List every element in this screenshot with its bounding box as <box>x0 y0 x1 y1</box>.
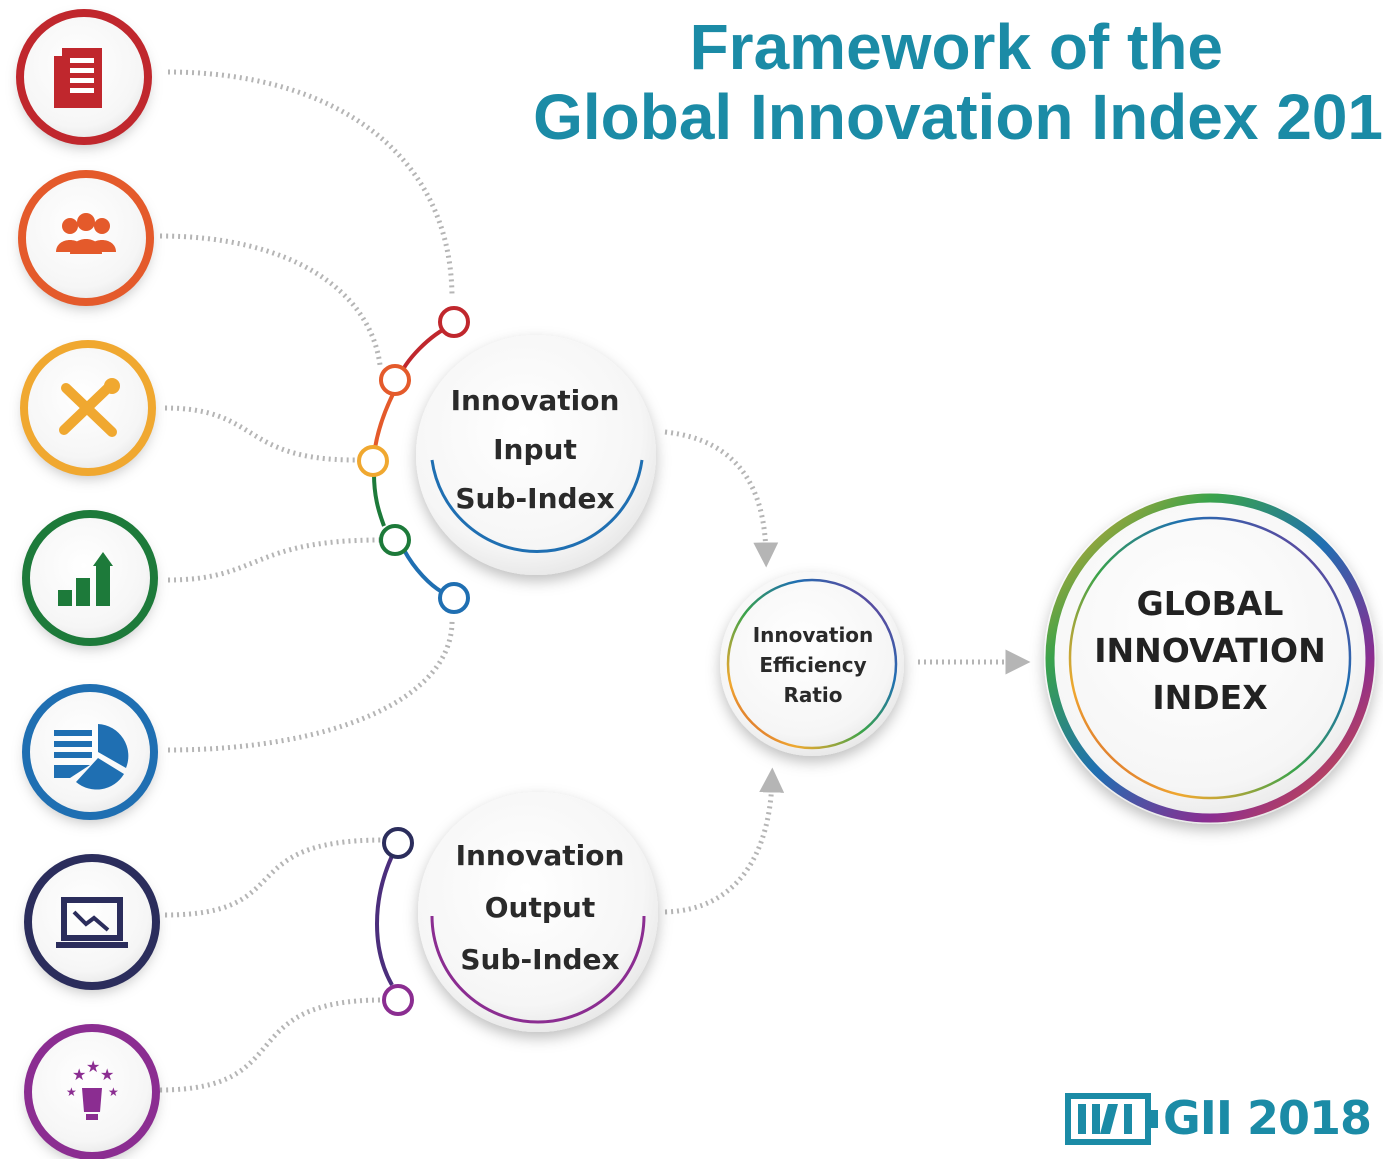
output-subindex-line-1: Innovation <box>455 839 625 872</box>
junction-node-7 <box>382 984 414 1016</box>
flow-arrows <box>664 429 1031 915</box>
bar-chart-growth-icon <box>58 552 113 606</box>
output-subindex-disc <box>418 792 658 1032</box>
input-subindex-line-1: Innovation <box>450 384 620 417</box>
title-line-2: Global Innovation Index 201 <box>533 81 1383 153</box>
junction-node-3 <box>357 445 389 477</box>
pillar-circle-business-sophistication <box>22 684 158 820</box>
junction-node-1 <box>438 306 470 338</box>
junction-node-4 <box>379 524 411 556</box>
pillar-circle-knowledge-technology-outputs <box>24 854 160 990</box>
global-index-line-2: INNOVATION <box>1094 631 1326 670</box>
pillar-circle-infrastructure <box>20 340 156 476</box>
efficiency-ratio-disc <box>720 572 904 756</box>
efficiency-ratio-line-2: Efficiency <box>759 653 867 677</box>
junction-node-2 <box>379 364 411 396</box>
pillar-circle-human-capital <box>18 170 154 306</box>
global-index-line-1: GLOBAL <box>1136 584 1284 623</box>
pillar-circle-creative-outputs: ★ ★ ★ ★ ★ <box>24 1024 160 1159</box>
input-subindex-line-2: Input <box>493 433 577 466</box>
efficiency-ratio-line-1: Innovation <box>752 623 874 647</box>
svg-text:★: ★ <box>72 1065 86 1084</box>
svg-text:★: ★ <box>66 1085 77 1099</box>
pillar-circle-institutions <box>16 9 152 145</box>
global-index-disc <box>1044 492 1376 824</box>
output-junction-arc <box>375 855 394 986</box>
output-subindex-line-2: Output <box>484 891 596 924</box>
svg-text:★: ★ <box>100 1065 114 1084</box>
efficiency-ratio-line-3: Ratio <box>783 683 843 707</box>
tools-icon <box>59 378 120 437</box>
junction-node-5 <box>438 582 470 614</box>
building-icon <box>54 48 102 108</box>
efficiency-ratio-label: Innovation Efficiency Ratio <box>735 620 891 710</box>
pillar-connectors <box>159 69 455 1093</box>
junction-node-6 <box>382 827 414 859</box>
laptop-chart-icon <box>56 897 128 948</box>
svg-text:★: ★ <box>108 1085 119 1099</box>
pillar-icons: ★ ★ ★ ★ ★ <box>16 9 160 1159</box>
lightbulb-stars-icon: ★ ★ ★ ★ ★ <box>66 1057 119 1120</box>
global-index-label: GLOBAL INNOVATION INDEX <box>1085 580 1335 721</box>
pie-chart-icon <box>54 724 129 790</box>
svg-text:★: ★ <box>86 1057 100 1076</box>
pillar-circle-market-sophistication <box>22 510 158 646</box>
input-subindex-label: Innovation Input Sub-Index <box>440 376 630 523</box>
junction-nodes <box>357 306 470 1016</box>
output-subindex-label: Innovation Output Sub-Index <box>440 830 640 986</box>
input-subindex-disc <box>416 335 656 575</box>
global-index-line-3: INDEX <box>1152 678 1268 717</box>
output-subindex-line-3: Sub-Index <box>460 943 620 976</box>
people-icon <box>56 213 116 254</box>
gii-logo-mark <box>1065 1093 1158 1145</box>
title-line-1: Framework of the <box>689 11 1223 83</box>
gii-logo-text: GII 2018 <box>1163 1091 1372 1145</box>
input-subindex-line-3: Sub-Index <box>455 482 615 515</box>
